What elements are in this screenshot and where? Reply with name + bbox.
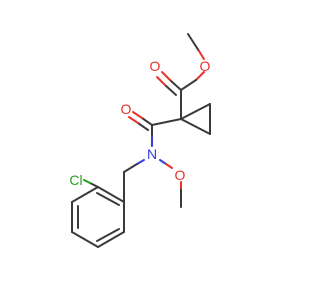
atom-cl: Cl	[69, 172, 82, 188]
bond-ester-o-carbon-segment	[195, 71, 205, 81]
bond-n-methoxy-o	[165, 163, 173, 169]
bond-quaternary-amide	[151, 118, 182, 126]
bond-ring-4	[71, 231, 99, 248]
atom-n-amide: N	[147, 146, 157, 162]
bond-cyclopropane-1	[180, 103, 211, 120]
bond-ester-carbonyl-2	[164, 84, 177, 96]
bond-ester-carbonyl-1o	[161, 71, 171, 81]
bond-ring-cl	[89, 182, 99, 188]
bond-ring-1	[97, 186, 125, 203]
bond-ester-carbonyl-1	[169, 79, 182, 91]
bond-ring-inner-1	[96, 192, 120, 206]
atom-o-ester-carbonyl: O	[150, 58, 161, 74]
atom-o-ester: O	[200, 58, 211, 74]
bond-ring-cl-segment	[83, 179, 91, 184]
bond-ester-o-carbon	[180, 79, 197, 91]
chemical-structure: O O O N O Cl	[69, 33, 211, 248]
bond-amide-carbonyl-2o	[128, 116, 139, 124]
bond-n-ch2-n	[136, 159, 145, 165]
bond-n-methoxy-n	[159, 159, 167, 165]
atom-o-methoxy: O	[175, 167, 186, 183]
bond-amide-carbonyl-2	[137, 122, 149, 131]
bond-n-ch2	[123, 163, 138, 173]
bond-ring-2	[71, 186, 99, 203]
bond-methyl-ester-o	[187, 33, 200, 52]
bond-amide-carbonyl-1o	[132, 111, 143, 119]
bond-ring-inner-3	[96, 228, 120, 242]
bond-amide-carbonyl-1	[141, 117, 153, 126]
bond-ester-o-segment	[198, 50, 205, 60]
bond-ring-5	[97, 231, 125, 248]
atom-o-amide-carbonyl: O	[121, 101, 132, 117]
bond-ester-carbonyl-2o	[156, 76, 166, 86]
bond-cyclopropane-3	[180, 118, 211, 135]
